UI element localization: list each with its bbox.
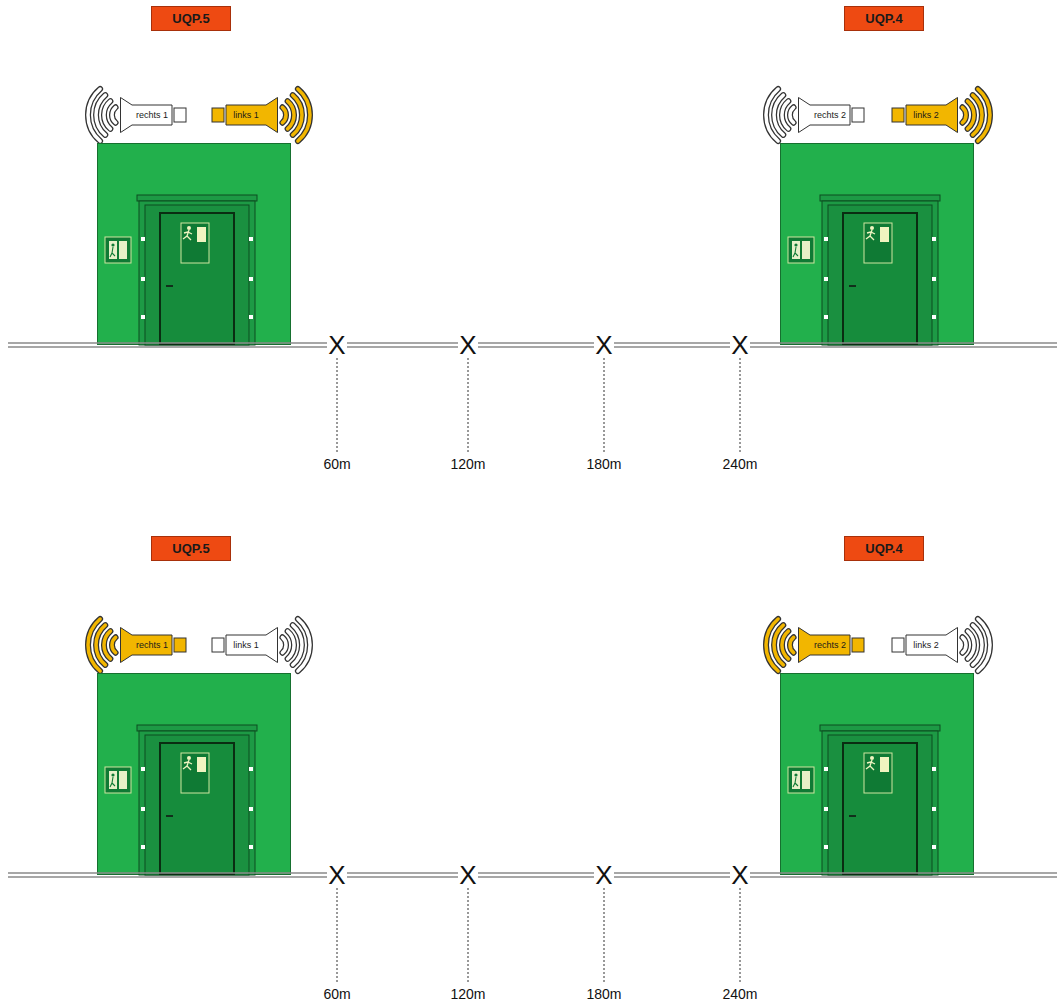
dotted-line [337, 888, 740, 982]
horn-part [799, 628, 851, 663]
tag-text: UQP.4 [865, 542, 902, 555]
position-marker: X [730, 862, 749, 888]
distance-label: 240m [722, 457, 757, 471]
dotted-line [337, 358, 740, 452]
ground-line [8, 343, 1057, 347]
speaker-label: rechts 2 [814, 641, 846, 650]
distance-label: 120m [450, 457, 485, 471]
horn-part [212, 638, 224, 652]
horn-part [906, 98, 958, 133]
horn-speaker: rechts 2 [798, 627, 868, 663]
location-tag: UQP.4 [844, 536, 924, 561]
speaker-label: links 2 [913, 111, 939, 120]
position-marker: X [594, 332, 613, 358]
speaker-label: rechts 2 [814, 111, 846, 120]
horn-speaker: rechts 1 [120, 97, 190, 133]
position-marker: X [327, 862, 346, 888]
location-tag: UQP.5 [151, 6, 231, 31]
horn-part [892, 108, 904, 122]
horn-speaker: rechts 2 [798, 97, 868, 133]
distance-label: 120m [450, 987, 485, 1001]
location-tag: UQP.5 [151, 536, 231, 561]
position-marker: X [327, 332, 346, 358]
horn-part [226, 98, 278, 133]
horn-part [121, 98, 173, 133]
speaker-label: links 1 [233, 111, 259, 120]
horn-part [174, 638, 186, 652]
building [98, 144, 974, 346]
speaker-label: links 1 [233, 641, 259, 650]
position-marker: X [594, 862, 613, 888]
speaker-label: rechts 1 [136, 641, 168, 650]
horn-speaker: links 1 [208, 97, 278, 133]
sound-waves [88, 619, 990, 671]
horn-speaker: links 2 [888, 97, 958, 133]
distance-label: 180m [586, 987, 621, 1001]
horn-part [212, 108, 224, 122]
tag-text: UQP.4 [865, 12, 902, 25]
horn-part [226, 628, 278, 663]
horn-speaker: links 1 [208, 627, 278, 663]
horn-part [852, 638, 864, 652]
speaker-label: rechts 1 [136, 111, 168, 120]
building [98, 674, 974, 876]
tag-text: UQP.5 [172, 12, 209, 25]
position-marker: X [458, 332, 477, 358]
distance-label: 180m [586, 457, 621, 471]
horn-part [852, 108, 864, 122]
horn-part [892, 638, 904, 652]
ground-line [8, 873, 1057, 877]
speaker-label: links 2 [913, 641, 939, 650]
horn-part [799, 98, 851, 133]
tag-text: UQP.5 [172, 542, 209, 555]
horn-part [121, 628, 173, 663]
distance-label: 240m [722, 987, 757, 1001]
horn-speaker: links 2 [888, 627, 958, 663]
position-marker: X [730, 332, 749, 358]
horn-speaker: rechts 1 [120, 627, 190, 663]
sound-waves [88, 89, 990, 141]
distance-label: 60m [323, 457, 350, 471]
distance-label: 60m [323, 987, 350, 1001]
location-tag: UQP.4 [844, 6, 924, 31]
horn-part [174, 108, 186, 122]
horn-part [906, 628, 958, 663]
position-marker: X [458, 862, 477, 888]
